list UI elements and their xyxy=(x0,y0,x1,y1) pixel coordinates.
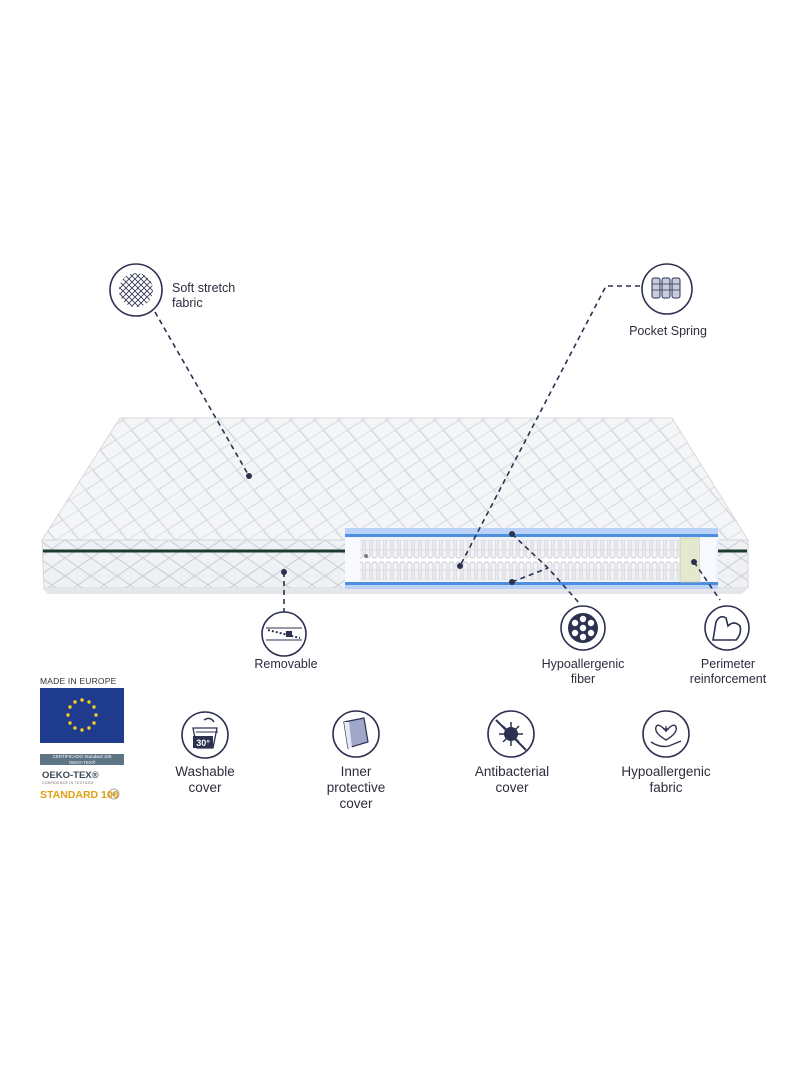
mattress-illustration xyxy=(41,417,749,594)
perimeter-reinforcement-label: Perimeter reinforcement xyxy=(680,657,776,687)
zipper-icon xyxy=(261,611,307,657)
mattress-cutaway xyxy=(345,528,718,589)
inner-line3: cover xyxy=(339,796,373,811)
hypo-fabric-line2: fabric xyxy=(649,780,683,795)
callout-lines xyxy=(154,285,721,612)
inner-line1: Inner xyxy=(340,764,372,779)
oeko-tex-seal xyxy=(108,788,120,800)
antibacterial-icon xyxy=(487,710,535,758)
removable-label: Removable xyxy=(254,657,318,671)
antibacterial-line2: cover xyxy=(495,780,529,795)
wash-temperature: 30° xyxy=(196,738,210,748)
hypoallergenic-hand-heart-icon xyxy=(642,710,690,758)
washable-line1: Washable xyxy=(175,764,235,779)
inner-line2: protective xyxy=(326,780,386,795)
hypoallergenic-fabric-label: Hypoallergenic fabric xyxy=(610,764,722,796)
hypo-fiber-line2: fiber xyxy=(570,672,596,686)
certificate-bar: CERTIFICADO Standard 100 OEKO-TEX® xyxy=(40,754,124,765)
oeko-tex-text: OEKO-TEX® xyxy=(42,770,99,781)
hypoallergenic-fiber-label: Hypoallergenic fiber xyxy=(533,657,633,687)
cert-line1: CERTIFICADO Standard 100 xyxy=(52,754,112,759)
oeko-tagline: CONFIDENCE IN TEXTILES xyxy=(42,781,94,785)
fiber-balls-icon xyxy=(560,605,606,651)
soft-stretch-line1: Soft stretch xyxy=(172,281,236,295)
soft-stretch-line2: fabric xyxy=(172,296,203,310)
cert-line2: OEKO-TEX® xyxy=(68,759,96,765)
perimeter-arm-icon xyxy=(704,605,750,651)
antibacterial-cover-label: Antibacterial cover xyxy=(456,764,568,796)
hypo-fiber-line1: Hypoallergenic xyxy=(541,657,625,671)
antibacterial-line1: Antibacterial xyxy=(474,764,550,779)
callout-dots xyxy=(246,473,697,585)
inner-protective-cover-label: Inner protective cover xyxy=(306,764,406,812)
perimeter-line1: Perimeter xyxy=(700,657,756,671)
soft-stretch-fabric-label: Soft stretch fabric xyxy=(172,281,235,311)
wash-30-icon xyxy=(181,711,229,759)
perimeter-line2: reinforcement xyxy=(689,672,767,686)
inner-cover-icon xyxy=(332,710,380,758)
eu-flag xyxy=(40,688,124,743)
pocket-spring-label: Pocket Spring xyxy=(629,324,707,338)
standard-100-text: STANDARD 100 xyxy=(40,789,119,801)
made-in-europe-text: MADE IN EUROPE xyxy=(40,676,117,686)
washable-line2: cover xyxy=(188,780,222,795)
hypo-fabric-line1: Hypoallergenic xyxy=(621,764,711,779)
pocket-spring-icon xyxy=(641,263,693,315)
washable-cover-label: Washable cover xyxy=(155,764,255,796)
quilted-fabric-icon xyxy=(109,263,163,317)
